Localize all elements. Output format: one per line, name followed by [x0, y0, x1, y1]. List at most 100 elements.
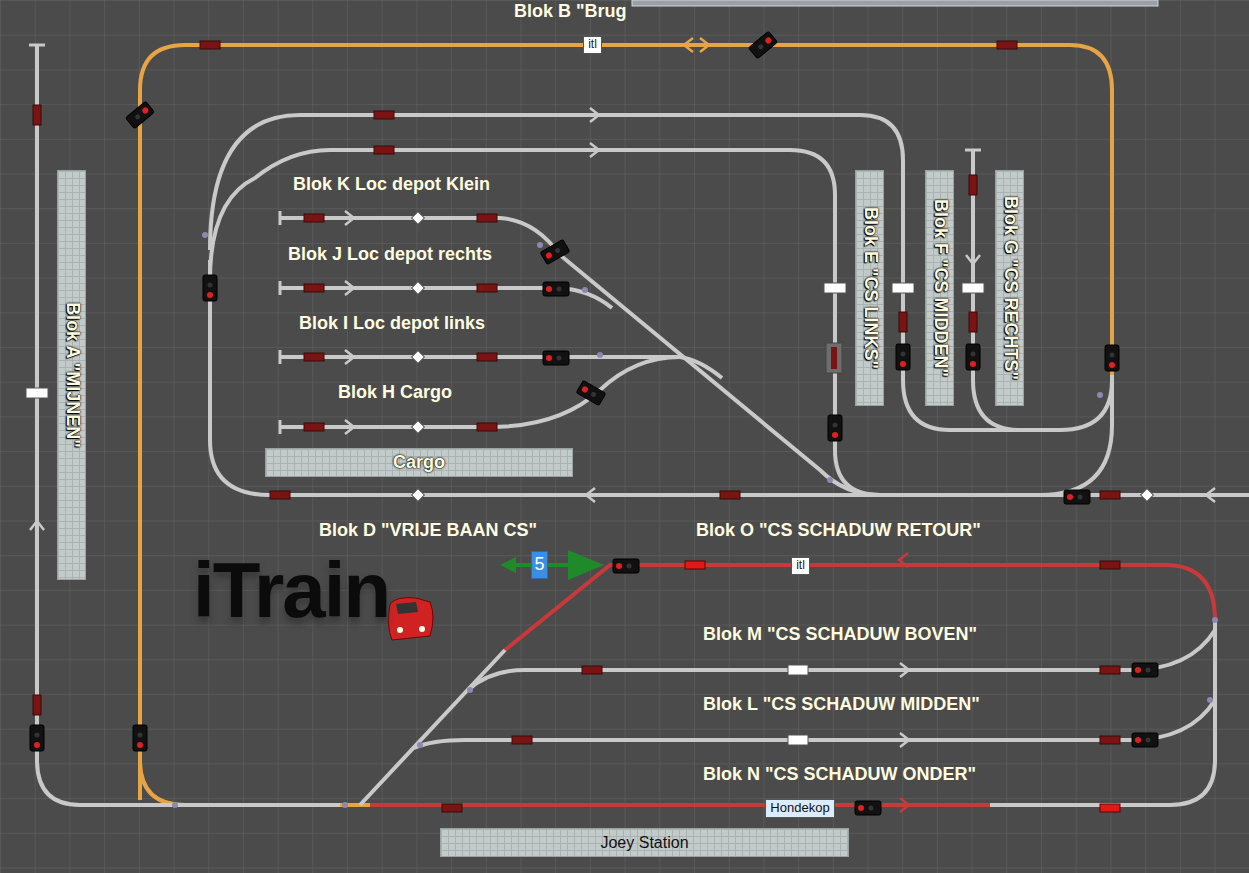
block-label: Blok I Loc depot links	[299, 314, 485, 334]
sensor	[512, 736, 532, 744]
signal	[543, 282, 569, 296]
sensor	[374, 111, 394, 119]
sensor	[200, 41, 220, 49]
platform-label: Joey Station	[600, 834, 688, 852]
marker-diamond	[412, 351, 425, 364]
block-marker	[26, 388, 48, 398]
direction-arrow	[684, 38, 693, 52]
tag-box: 5	[531, 551, 548, 579]
marker-diamond	[412, 212, 425, 225]
platform-label: Cargo	[393, 453, 445, 473]
switch-mark	[202, 232, 208, 238]
track	[1040, 375, 1112, 495]
track	[140, 760, 185, 805]
marker-diamond	[412, 282, 425, 295]
track	[990, 620, 1215, 805]
block-marker	[788, 665, 808, 675]
sensor	[1100, 666, 1120, 674]
tag-text: 5	[534, 555, 544, 575]
signal-inactive	[826, 343, 842, 373]
tag-box: itl	[791, 557, 810, 575]
switch-mark	[582, 287, 588, 293]
track	[210, 150, 880, 495]
sensor	[1100, 561, 1120, 569]
sensor	[442, 804, 462, 812]
platform: Blok F "CS MIDDEN"	[925, 170, 954, 406]
switch-mark	[467, 687, 473, 693]
track	[360, 650, 505, 805]
direction-arrow	[345, 211, 354, 225]
direction-arrow	[966, 255, 980, 264]
direction-arrow	[345, 281, 354, 295]
switch-mark	[417, 742, 423, 748]
buffer-stop	[965, 149, 981, 152]
marker-diamond	[412, 421, 425, 434]
sensor	[304, 284, 324, 292]
sensor	[374, 146, 394, 154]
signal	[1105, 345, 1119, 371]
signal	[966, 344, 980, 370]
sensor	[33, 105, 41, 125]
direction-arrow	[900, 798, 909, 812]
platform: Blok E "CS LINKS"	[855, 170, 884, 406]
switch-mark	[1097, 392, 1103, 398]
sensor	[1100, 736, 1120, 744]
track	[210, 260, 1249, 495]
block-label: Blok N "CS SCHADUW ONDER"	[703, 765, 976, 785]
direction-arrow	[590, 108, 599, 122]
platform: Blok A "MIJNEN"	[57, 170, 86, 580]
switch-mark	[537, 242, 543, 248]
signal	[855, 801, 881, 815]
direction-arrow	[900, 663, 909, 677]
track	[210, 115, 1112, 430]
direction-arrow	[900, 733, 909, 747]
block-label: Blok L "CS SCHADUW MIDDEN"	[703, 695, 980, 715]
direction-arrow	[700, 38, 709, 52]
track	[370, 803, 990, 807]
block-label: Blok O "CS SCHADUW RETOUR"	[696, 521, 981, 541]
signal	[749, 31, 778, 58]
sensor	[33, 695, 41, 715]
signal	[896, 344, 910, 370]
track	[37, 45, 340, 805]
sensor	[720, 491, 740, 499]
sensor	[304, 423, 324, 431]
direction-arrow	[590, 143, 599, 157]
marker-diamond	[412, 489, 425, 502]
sensor	[477, 423, 497, 431]
sensor	[270, 491, 290, 499]
direction-arrow	[30, 521, 44, 530]
marker-diamond	[1141, 489, 1154, 502]
track	[335, 803, 370, 807]
sensor	[477, 214, 497, 222]
sensor	[899, 312, 907, 332]
sensor	[1100, 491, 1120, 499]
switch-mark	[172, 802, 178, 808]
block-label: Blok H Cargo	[338, 383, 452, 403]
block-label: Blok M "CS SCHADUW BOVEN"	[703, 625, 977, 645]
track	[280, 357, 680, 427]
block-label: Blok K Loc depot Klein	[293, 175, 490, 195]
platform-label: Blok E "CS LINKS"	[860, 207, 880, 369]
switch-mark	[597, 352, 603, 358]
signal	[1064, 490, 1090, 504]
sensor-active	[685, 561, 705, 569]
sensor	[969, 175, 977, 195]
signal	[540, 239, 570, 264]
block-marker	[788, 735, 808, 745]
sensor	[969, 312, 977, 332]
block-label: Blok D "VRIJE BAAN CS"	[319, 521, 537, 541]
sensor	[477, 284, 497, 292]
window-edge	[632, 0, 1158, 6]
signal	[203, 275, 217, 301]
platform-label: Blok A "MIJNEN"	[62, 302, 82, 448]
tag-box: itl	[583, 36, 602, 54]
direction-arrow	[345, 350, 354, 364]
block-label: Blok B "Brug	[514, 2, 627, 22]
signal	[126, 101, 155, 128]
sensor	[477, 353, 497, 361]
sensor-active	[1100, 804, 1120, 812]
